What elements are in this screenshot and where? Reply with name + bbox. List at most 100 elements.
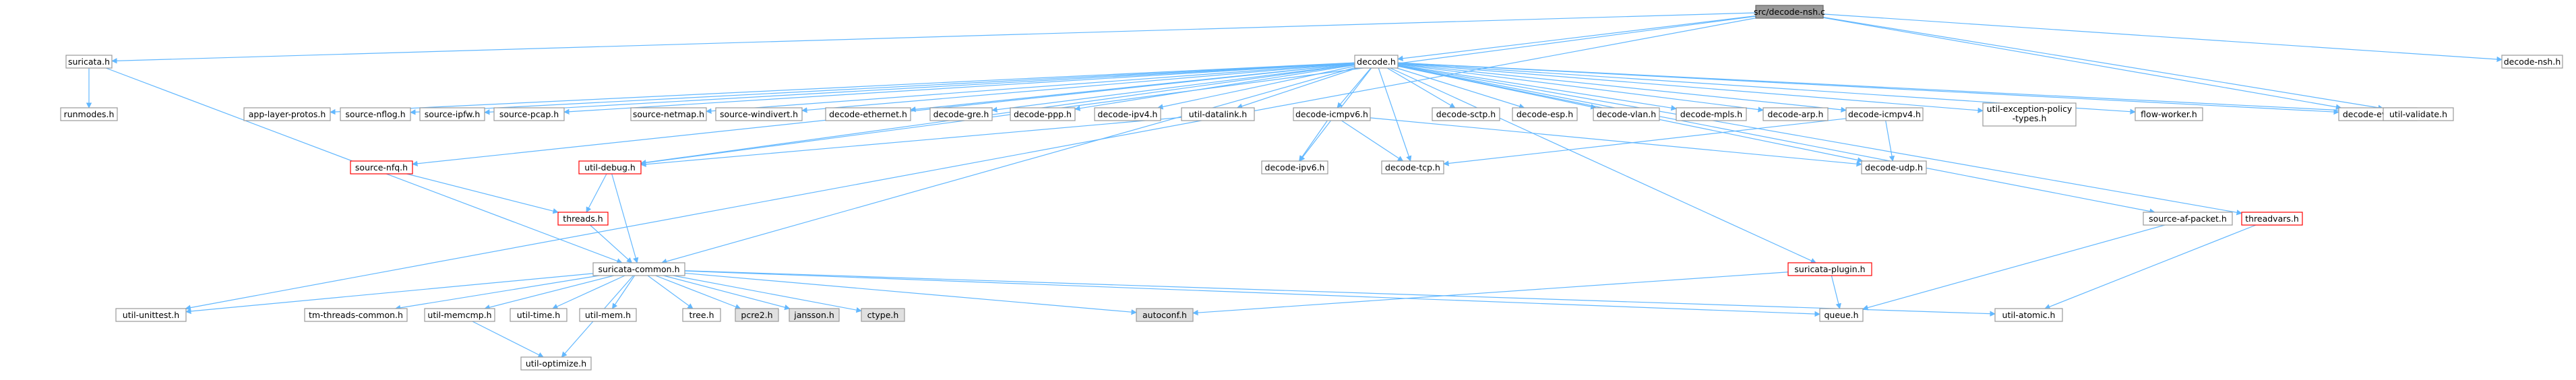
node-label: util-validate.h — [2389, 109, 2447, 119]
edge-decode-h-to-source-af-packet-h — [1397, 65, 2155, 214]
node-util-memcmp-h[interactable]: util-memcmp.h — [424, 308, 495, 322]
node-tree-h[interactable]: tree.h — [682, 308, 721, 322]
node-label: suricata.h — [68, 57, 110, 67]
node-box — [2241, 212, 2303, 226]
node-util-mem-h[interactable]: util-mem.h — [579, 308, 637, 322]
node-box — [735, 308, 779, 322]
node-decode-vlan-h[interactable]: decode-vlan.h — [1593, 107, 1660, 121]
node-box — [2501, 55, 2563, 69]
node-decode-mpls-h[interactable]: decode-mpls.h — [1676, 107, 1747, 121]
node-box — [419, 107, 485, 121]
node-util-optimize-h[interactable]: util-optimize.h — [520, 356, 592, 371]
node-box — [1354, 55, 1399, 69]
edge-source-nfq-h-to-threads-h — [406, 173, 559, 214]
node-threadvars-h[interactable]: threadvars.h — [2241, 212, 2303, 226]
edge-suricata-common-h-to-pcre2-h — [655, 275, 741, 310]
node-source-nfq-h[interactable]: source-nfq.h — [350, 160, 413, 175]
node-box — [579, 308, 637, 322]
node-decode-ipv4-h[interactable]: decode-ipv4.h — [1094, 107, 1161, 121]
node-suricata-common-h[interactable]: suricata-common.h — [592, 262, 685, 276]
node-util-time-h[interactable]: util-time.h — [510, 308, 568, 322]
node-box — [1293, 107, 1371, 121]
node-label: suricata-plugin.h — [1794, 264, 1865, 274]
edge-suricata-common-h-to-ctype-h — [673, 275, 862, 313]
node-source-pcap-h[interactable]: source-pcap.h — [493, 107, 565, 121]
node-threads-h[interactable]: threads.h — [557, 212, 609, 226]
node-util-unittest-h[interactable]: util-unittest.h — [115, 308, 187, 322]
node-source-af-packet-h[interactable]: source-af-packet.h — [2143, 212, 2233, 226]
node-label: source-windivert.h — [720, 109, 798, 119]
node-label: decode-ethernet.h — [829, 109, 907, 119]
node-label: flow-worker.h — [2141, 109, 2197, 119]
node-source-ipfw-h[interactable]: source-ipfw.h — [419, 107, 485, 121]
node-decode-nsh-h[interactable]: decode-nsh.h — [2501, 55, 2563, 69]
edge-decode-icmpv4-h-to-decode-udp-h — [1885, 120, 1895, 162]
node-label: util-time.h — [517, 310, 560, 320]
node-label: pcre2.h — [741, 310, 772, 320]
node-util-validate-h[interactable]: util-validate.h — [2383, 107, 2454, 121]
node-label: source-af-packet.h — [2149, 214, 2227, 224]
edge-suricata-common-h-to-util-memcmp-h — [484, 275, 614, 311]
node-app-layer-protos-h[interactable]: app-layer-protos.h — [243, 107, 331, 121]
node-box — [1676, 107, 1747, 121]
node-label: threads.h — [563, 214, 603, 224]
edge-decode-h-to-app-layer-protos-h — [330, 62, 1355, 115]
edge-util-debug-h-to-suricata-common-h — [611, 173, 639, 263]
node-decode-ethernet-h[interactable]: decode-ethernet.h — [825, 107, 911, 121]
edge-decode-h-to-source-windivert-h — [801, 63, 1355, 113]
node-decode-esp-h[interactable]: decode-esp.h — [1512, 107, 1578, 121]
node-box — [1762, 107, 1829, 121]
edge-root-to-decode-nsh-h — [1822, 13, 2503, 63]
node-box — [1381, 160, 1444, 175]
node-label: tree.h — [689, 310, 714, 320]
node-tm-threads-common-h[interactable]: tm-threads-common.h — [304, 308, 408, 322]
node-decode-udp-h[interactable]: decode-udp.h — [1861, 160, 1927, 175]
node-decode-tcp-h[interactable]: decode-tcp.h — [1381, 160, 1444, 175]
edge-decode-h-to-decode-gre-h — [991, 63, 1355, 113]
node-label: decode-icmpv4.h — [1848, 109, 1921, 119]
edge-threadvars-h-to-util-atomic-h — [2044, 224, 2257, 310]
node-decode-ppp-h[interactable]: decode-ppp.h — [1010, 107, 1076, 121]
edge-root-to-util-validate-h — [1822, 17, 2384, 110]
node-pcre2-h: pcre2.h — [735, 308, 779, 322]
node-label: runmodes.h — [64, 109, 115, 119]
node-label: decode-icmpv6.h — [1295, 109, 1368, 119]
node-box — [1136, 308, 1194, 322]
node-util-atomic-h[interactable]: util-atomic.h — [1994, 308, 2063, 322]
node-label: src/decode-nsh.c — [1754, 7, 1825, 17]
node-decode-h[interactable]: decode.h — [1354, 55, 1399, 69]
node-box — [1861, 160, 1927, 175]
node-source-windivert-h[interactable]: source-windivert.h — [715, 107, 803, 121]
node-box — [115, 308, 187, 322]
node-flow-worker-h[interactable]: flow-worker.h — [2135, 107, 2203, 121]
node-suricata-plugin-h[interactable]: suricata-plugin.h — [1787, 262, 1872, 276]
edge-decode-h-to-decode-icmpv6-h — [1337, 67, 1372, 108]
node-source-netmap-h[interactable]: source-netmap.h — [630, 107, 707, 121]
node-box — [861, 308, 905, 322]
edge-source-af-packet-h-to-queue-h — [1862, 224, 2166, 311]
edge-decode-h-to-suricata-plugin-h — [1390, 67, 1817, 263]
edge-decode-h-to-suricata-common-h — [661, 67, 1355, 264]
edge-layer — [86, 12, 2503, 358]
node-label: decode-mpls.h — [1680, 109, 1742, 119]
node-decode-ipv6-h[interactable]: decode-ipv6.h — [1261, 160, 1328, 175]
node-autoconf-h: autoconf.h — [1136, 308, 1194, 322]
node-decode-arp-h[interactable]: decode-arp.h — [1762, 107, 1829, 121]
node-decode-icmpv6-h[interactable]: decode-icmpv6.h — [1293, 107, 1371, 121]
node-runmodes-h[interactable]: runmodes.h — [60, 107, 118, 121]
node-label: jansson.h — [793, 310, 834, 320]
edge-decode-h-to-util-debug-h — [640, 64, 1355, 166]
node-box — [493, 107, 565, 121]
node-decode-sctp-h[interactable]: decode-sctp.h — [1432, 107, 1500, 121]
node-source-nflog-h[interactable]: source-nflog.h — [340, 107, 411, 121]
node-queue-h[interactable]: queue.h — [1819, 308, 1864, 322]
edge-root-to-util-unittest-h — [185, 18, 1756, 311]
node-decode-icmpv4-h[interactable]: decode-icmpv4.h — [1845, 107, 1924, 121]
node-util-debug-h[interactable]: util-debug.h — [578, 160, 642, 175]
node-suricata-h[interactable]: suricata.h — [65, 55, 113, 69]
node-util-exception-policy-types-h[interactable]: util-exception-policy-types.h — [1982, 102, 2077, 127]
node-decode-gre-h[interactable]: decode-gre.h — [929, 107, 993, 121]
node-box — [1787, 262, 1872, 276]
node-util-datalink-h[interactable]: util-datalink.h — [1181, 107, 1255, 121]
node-label: decode-tcp.h — [1385, 162, 1440, 172]
